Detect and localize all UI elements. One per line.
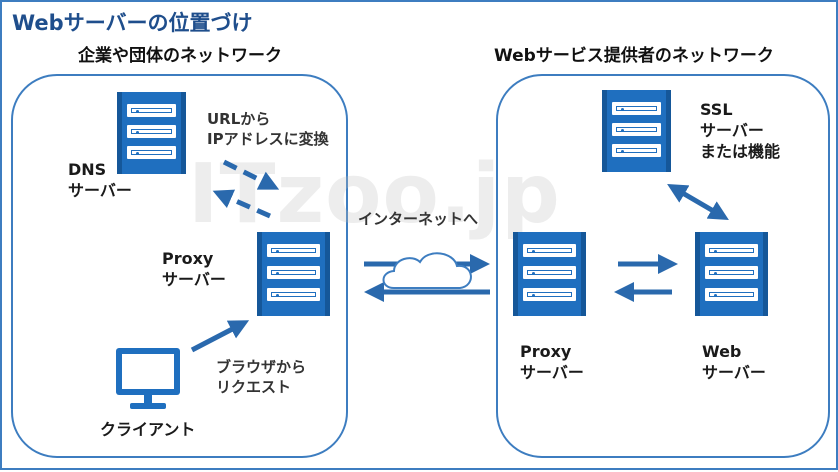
dns-response-arrow xyxy=(212,189,272,219)
ssl-server-icon xyxy=(602,90,671,172)
web-server-icon xyxy=(695,232,768,316)
left-zone-title: 企業や団体のネットワーク xyxy=(78,46,282,66)
browser-request-note: ブラウザからリクエスト xyxy=(216,358,307,396)
watermark: ITzoo.jp xyxy=(188,147,561,242)
dns-server-icon xyxy=(117,92,186,174)
diagram-title: Webサーバーの位置づけ xyxy=(12,11,253,35)
client-to-proxy-arrow xyxy=(190,320,250,353)
proxy-server-right-icon xyxy=(513,232,586,316)
ssl-web-arrow xyxy=(667,183,729,221)
monitor-icon xyxy=(116,348,180,409)
client-label: クライアント xyxy=(100,420,196,439)
left-network-zone xyxy=(11,74,348,458)
cloud-icon xyxy=(382,252,472,289)
right-network-zone xyxy=(496,74,830,458)
proxy-server-left-icon xyxy=(257,232,330,316)
dns-query-arrow xyxy=(222,159,280,190)
right-zone-title: Webサービス提供者のネットワーク xyxy=(494,46,774,66)
to-internet-label: インターネットへ xyxy=(358,210,479,228)
